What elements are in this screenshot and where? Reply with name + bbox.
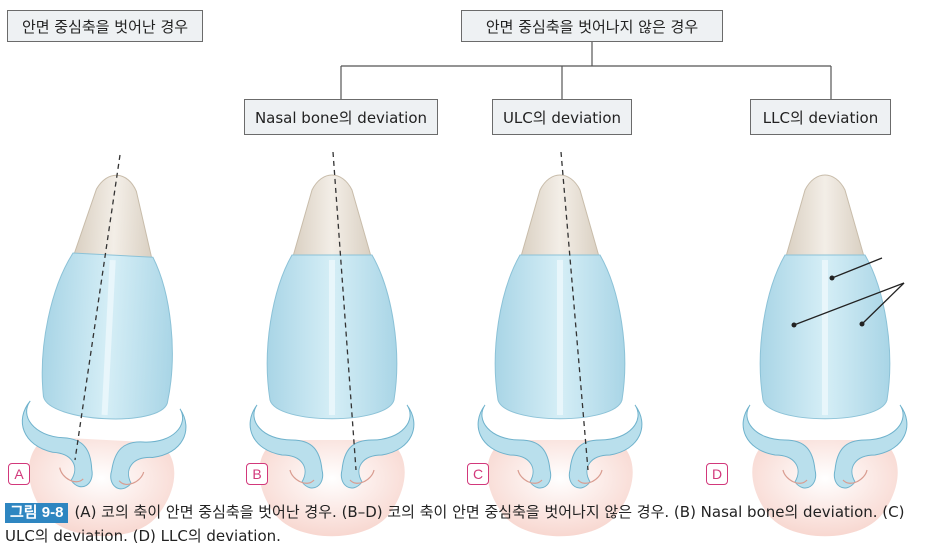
panel-label-c: C — [467, 463, 489, 485]
off-axis-header: 안면 중심축을 벗어난 경우 — [7, 10, 203, 42]
figure-caption: 그림 9-8(A) 코의 축이 안면 중심축을 벗어난 경우. (B–D) 코의… — [5, 500, 935, 548]
panel-label-a: A — [8, 463, 30, 485]
nasal-bone-deviation-label: Nasal bone의 deviation — [244, 99, 438, 135]
pointer-dot — [791, 322, 797, 328]
tree-connectors — [340, 42, 832, 99]
axis-line-c — [560, 151, 589, 471]
ulc-deviation-label: ULC의 deviation — [492, 99, 632, 135]
llc-pointer-lines — [793, 257, 905, 326]
axis-line-a — [74, 154, 121, 461]
figure-number: 그림 9-8 — [5, 503, 69, 523]
panel-label-d: D — [706, 463, 728, 485]
nose-panel-b — [250, 175, 414, 536]
pointer-dot — [859, 321, 865, 327]
nose-panel-a — [16, 171, 198, 540]
pointer-dot — [829, 275, 835, 281]
panel-label-b: B — [246, 463, 268, 485]
nose-panel-c — [478, 175, 642, 536]
on-axis-header: 안면 중심축을 벗어나지 않은 경우 — [461, 10, 723, 42]
llc-deviation-label: LLC의 deviation — [750, 99, 891, 135]
caption-text: (A) 코의 축이 안면 중심축을 벗어난 경우. (B–D) 코의 축이 안면… — [5, 503, 905, 545]
nose-panel-d — [743, 175, 907, 536]
axis-line-b — [332, 151, 357, 471]
